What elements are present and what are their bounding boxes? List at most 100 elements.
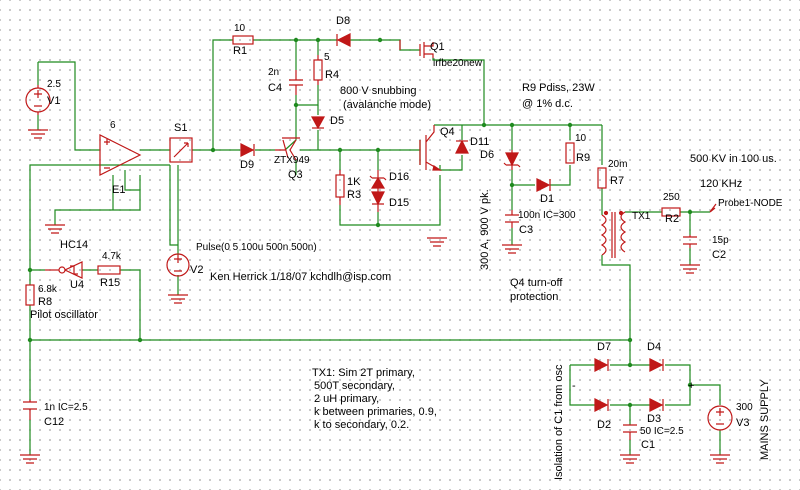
capacitor-c4 [289, 70, 303, 95]
v2-label: V2 [190, 264, 203, 276]
switch-s1 [169, 137, 193, 163]
r9-value: 10 [575, 133, 587, 144]
r7-label: R7 [610, 175, 624, 187]
q4-turnoff-note: Q4 turn-off [510, 277, 563, 289]
transistor-q3 [275, 137, 300, 161]
v3-label: V3 [736, 417, 749, 429]
duty-cycle-note: @ 1% d.c. [522, 98, 573, 110]
probe-marker [709, 203, 717, 213]
c2-value: 15p [712, 235, 729, 246]
r1-value: 10 [234, 23, 246, 34]
avalanche-note: (avalanche mode) [343, 99, 431, 111]
e1-gain: 6 [110, 120, 116, 131]
isolation-note: Isolation of C1 from osc [553, 364, 565, 480]
r7-value: 20m [608, 159, 627, 170]
inverter-u4 [45, 261, 83, 279]
r4-label: R4 [325, 69, 339, 81]
c1-value: 50 IC=2.5 [640, 426, 684, 437]
d7-label: D7 [597, 341, 611, 353]
q3-part: ZTX949 [274, 155, 310, 166]
bridge-minus: - [572, 380, 576, 392]
v3-value: 300 [736, 402, 753, 413]
d3-label: D3 [647, 413, 661, 425]
tx1-note-4: k between primaries, 0.9, [314, 406, 437, 418]
amplifier-e1 [99, 134, 142, 176]
capacitor-c1 [623, 424, 637, 440]
u4-label: U4 [70, 279, 84, 291]
voltage-source-v3 [707, 405, 733, 431]
voltage-source-v2 [166, 253, 190, 277]
d8-label: D8 [336, 15, 350, 27]
diode-d4 [649, 358, 664, 372]
diode-d5 [310, 116, 326, 130]
author-note: Ken Herrick 1/18/07 kchdlh@isp.com [210, 271, 391, 283]
resistor-r4 [313, 55, 323, 85]
r15-value: 4.7k [102, 251, 122, 262]
d6-label: D6 [480, 149, 494, 161]
resistor-r1 [232, 35, 254, 45]
e1-label: E1 [112, 184, 125, 196]
transformer-tx1 [600, 210, 627, 258]
c12-label: C12 [44, 416, 64, 428]
c4-label: C4 [268, 82, 282, 94]
c3-label: C3 [519, 224, 533, 236]
diode-d3 [649, 398, 664, 412]
r9-power-note: R9 Pdiss, 23W [522, 82, 595, 94]
q1-label: Q1 [430, 41, 445, 53]
d2-label: D2 [597, 419, 611, 431]
tx1-note-2: 500T secondary, [314, 380, 395, 392]
junctions [27, 37, 693, 408]
diode-d8 [336, 33, 351, 47]
tx1-label: TX1 [632, 211, 651, 222]
mains-supply-label: MAINS SUPPLY [759, 379, 771, 460]
d9-label: D9 [240, 159, 254, 171]
r8-label: R8 [38, 296, 52, 308]
labels: 2.5 V1 6 E1 S1 10 R1 D8 Q1 irfbe20new 2n… [30, 15, 783, 480]
capacitor-c3 [505, 210, 519, 228]
c12-value: 1n IC=2.5 [44, 402, 88, 413]
wires [29, 39, 721, 455]
d1-label: D1 [540, 193, 554, 205]
r2-value: 250 [663, 192, 680, 203]
voltage-spec: 500 KV in 100 us. [690, 153, 777, 165]
d15-label: D15 [389, 197, 409, 209]
probe-label: Probe1-NODE [718, 198, 783, 209]
s1-label: S1 [174, 122, 187, 134]
c3-value: 100n IC=300 [518, 210, 576, 221]
capacitor-c12 [23, 400, 37, 420]
resistor-r3 [335, 170, 345, 205]
r3-label: R3 [347, 189, 361, 201]
d16-label: D16 [389, 171, 409, 183]
q4-rating: 300 A, 900 V pk. [479, 189, 491, 270]
q4-label: Q4 [440, 126, 455, 138]
tx1-note-1: TX1: Sim 2T primary, [312, 367, 415, 379]
zener-d6 [503, 150, 521, 170]
d11-label: D11 [470, 136, 489, 148]
r9-label: R9 [576, 152, 590, 164]
c4-value: 2n [268, 67, 279, 78]
c1-label: C1 [641, 439, 655, 451]
frequency-spec: 120 KHz [700, 178, 742, 190]
resistor-r2 [661, 207, 681, 217]
protection-note: protection [510, 291, 558, 303]
r2-label: R2 [665, 213, 679, 225]
d5-label: D5 [330, 115, 344, 127]
v1-value: 2.5 [47, 79, 61, 90]
tx1-note-3: 2 uH primary, [314, 393, 379, 405]
resistor-r7 [597, 167, 607, 189]
resistor-r9 [565, 142, 575, 164]
resistor-r8 [25, 284, 35, 306]
snubbing-note: 800 V snubbing [340, 85, 416, 97]
voltage-source-v1 [25, 85, 51, 115]
pulse-spec: Pulse(0 5 100u 500n 500n) [196, 242, 317, 253]
pilot-oscillator-note: Pilot oscillator [30, 309, 98, 321]
v1-label: V1 [47, 95, 60, 107]
r3-value: 1K [347, 176, 361, 188]
u4-part: HC14 [60, 239, 88, 251]
r4-value: 5 [324, 52, 330, 63]
diode-d7 [594, 358, 609, 372]
igbt-q4 [419, 125, 442, 171]
r1-label: R1 [233, 45, 247, 57]
